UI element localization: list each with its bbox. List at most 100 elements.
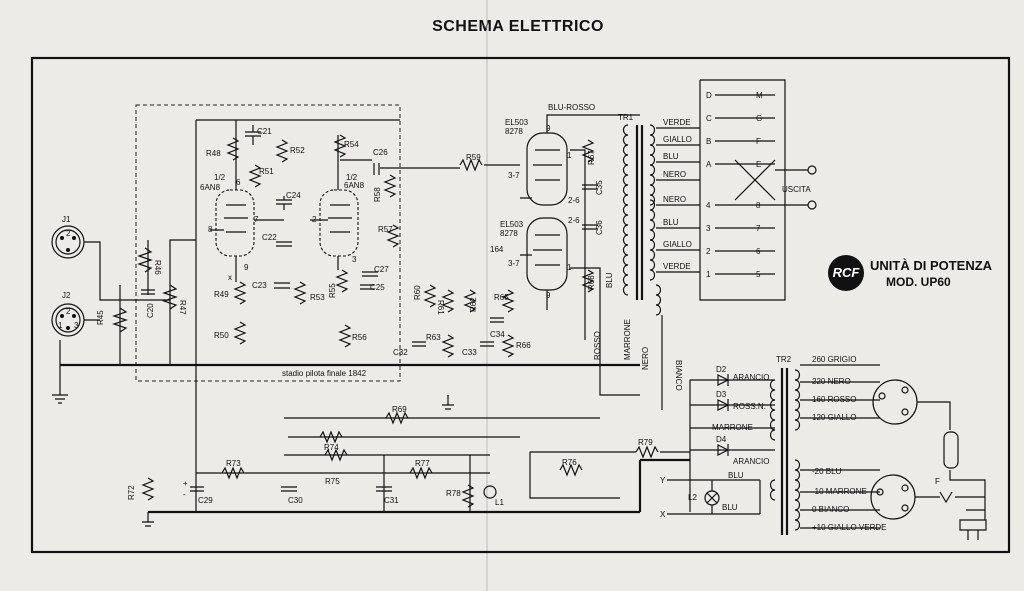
mains-wiring bbox=[915, 401, 986, 510]
resistor-r76 bbox=[559, 463, 583, 477]
tr2-wiring bbox=[529, 364, 880, 529]
selector-left-tap: 2 bbox=[706, 247, 711, 256]
tr2-tap-label: -20 BLU bbox=[812, 467, 842, 476]
tr2-tap-label: 260 GRIGIO bbox=[812, 355, 856, 364]
tr2-tap-label: 220 NERO bbox=[812, 377, 851, 386]
label-c23: C23 bbox=[252, 281, 267, 290]
resistor-r79 bbox=[635, 445, 659, 459]
label-r77: R77 bbox=[415, 459, 430, 468]
label-r72: R72 bbox=[127, 485, 136, 500]
capacitor-c24 bbox=[276, 196, 292, 210]
diode-d3-label: D3 bbox=[716, 390, 727, 399]
selector-right-tap: 8 bbox=[756, 201, 761, 210]
pin-label: 1 bbox=[567, 151, 572, 160]
label-c32: C32 bbox=[393, 348, 408, 357]
selector-right-tap: 6 bbox=[756, 247, 761, 256]
label-c20: C20 bbox=[146, 303, 155, 318]
fuse-label: F bbox=[935, 477, 940, 486]
pin-label: 9 bbox=[546, 291, 551, 300]
capacitor-c29 bbox=[190, 486, 204, 492]
transformer-tr1 bbox=[622, 124, 662, 316]
x-terminal-label: X bbox=[660, 510, 666, 519]
label-r65: R65 bbox=[494, 293, 509, 302]
capacitor-c23 bbox=[274, 282, 290, 289]
selector-right-tap: 7 bbox=[756, 224, 761, 233]
pin-label: 2-6 bbox=[568, 196, 580, 205]
label-r61: R61 bbox=[436, 300, 445, 315]
capacitor-c33 bbox=[480, 341, 494, 347]
pin-label: x bbox=[228, 273, 232, 282]
jack-j2: J2 2 1 3 bbox=[51, 291, 85, 337]
jack-j2-pin-2: 2 bbox=[66, 307, 71, 316]
label-c22: C22 bbox=[262, 233, 277, 242]
label-r56: R56 bbox=[352, 333, 367, 342]
tr1-secondary-wire: BLU bbox=[663, 218, 679, 227]
resistor-r59 bbox=[459, 158, 483, 172]
tr2-tap-label: +10 GIALLO VERDE bbox=[812, 523, 886, 532]
polarity-minus: - bbox=[183, 490, 186, 499]
tube-el503-a-sub: 8278 bbox=[505, 127, 523, 136]
label-c33: C33 bbox=[462, 348, 477, 357]
tube-6an8-b bbox=[319, 189, 359, 257]
resistor-r74 bbox=[319, 430, 343, 444]
label-r45: R45 bbox=[96, 310, 105, 325]
capacitor-c20 bbox=[141, 289, 155, 295]
label-c30: C30 bbox=[288, 496, 303, 505]
label-r67: R67 bbox=[587, 150, 596, 165]
label-r59: R59 bbox=[466, 153, 481, 162]
resistor-r67 bbox=[581, 139, 595, 163]
capacitor-c34 bbox=[490, 317, 504, 323]
label-r46: R46 bbox=[153, 260, 162, 275]
label-r78: R78 bbox=[446, 489, 461, 498]
selector-left-tap: 4 bbox=[706, 201, 711, 210]
tube-el503-a-cathode: 3-7 bbox=[508, 171, 520, 180]
brand-product-name: UNITÀ DI POTENZA bbox=[870, 258, 993, 273]
pin-label: 7 bbox=[254, 215, 259, 224]
ground-bus bbox=[442, 395, 454, 410]
output-terminal-1 bbox=[807, 165, 817, 175]
pin-label: 6 bbox=[236, 178, 241, 187]
jack-j2-pin-3: 3 bbox=[74, 321, 79, 330]
brand-model: MOD. UP60 bbox=[886, 275, 951, 289]
jack-j1-pin-2: 2 bbox=[66, 229, 71, 238]
tr1-secondary-wire: BLU bbox=[663, 152, 679, 161]
chassis-ground bbox=[52, 340, 68, 404]
pin-label: 2 bbox=[312, 215, 317, 224]
driver-wiring bbox=[210, 120, 520, 282]
label-c35: C35 bbox=[595, 180, 604, 195]
label-r48: R48 bbox=[206, 149, 221, 158]
capacitor-c31 bbox=[376, 486, 392, 492]
diode-wire-marrone: MARRONE bbox=[712, 423, 753, 432]
label-r68: R68 bbox=[587, 275, 596, 290]
resistor-r60 bbox=[423, 284, 437, 308]
diode-d2-label: D2 bbox=[716, 365, 727, 374]
selector-right-tap: G bbox=[756, 114, 762, 123]
selector-left-tap: A bbox=[706, 160, 712, 169]
tr1-secondary-wire: GIALLO bbox=[663, 135, 692, 144]
label-r54: R54 bbox=[344, 140, 359, 149]
diode-wire-arancio-2: ARANCIO bbox=[733, 457, 769, 466]
transformer-tr2 bbox=[769, 368, 801, 535]
resistor-r45 bbox=[112, 307, 128, 333]
tube-6an8-b-type: 6AN8 bbox=[344, 181, 365, 190]
input-wiring bbox=[84, 239, 196, 365]
tr1-secondary-wire: VERDE bbox=[663, 118, 691, 127]
schematic-title: SCHEMA ELETTRICO bbox=[432, 18, 604, 35]
resistor-r77 bbox=[409, 466, 433, 480]
label-r76: R76 bbox=[562, 458, 577, 467]
selector-right-tap: F bbox=[756, 137, 761, 146]
label-r51: R51 bbox=[259, 167, 274, 176]
tube-6an8-a bbox=[215, 189, 255, 257]
l1-icon bbox=[483, 485, 497, 499]
tr1-secondary-wiring bbox=[656, 79, 786, 410]
voltage-selector bbox=[872, 379, 918, 425]
label-r52: R52 bbox=[290, 146, 305, 155]
mains-plug-icon bbox=[959, 509, 987, 540]
tube-el503-b-type: EL503 bbox=[500, 220, 524, 229]
lamp-wiring bbox=[667, 479, 761, 515]
selector-left-tap: C bbox=[706, 114, 712, 123]
resistor-r62 bbox=[463, 289, 477, 313]
capacitor-c22 bbox=[276, 241, 292, 247]
pin-label: 2-6 bbox=[568, 216, 580, 225]
